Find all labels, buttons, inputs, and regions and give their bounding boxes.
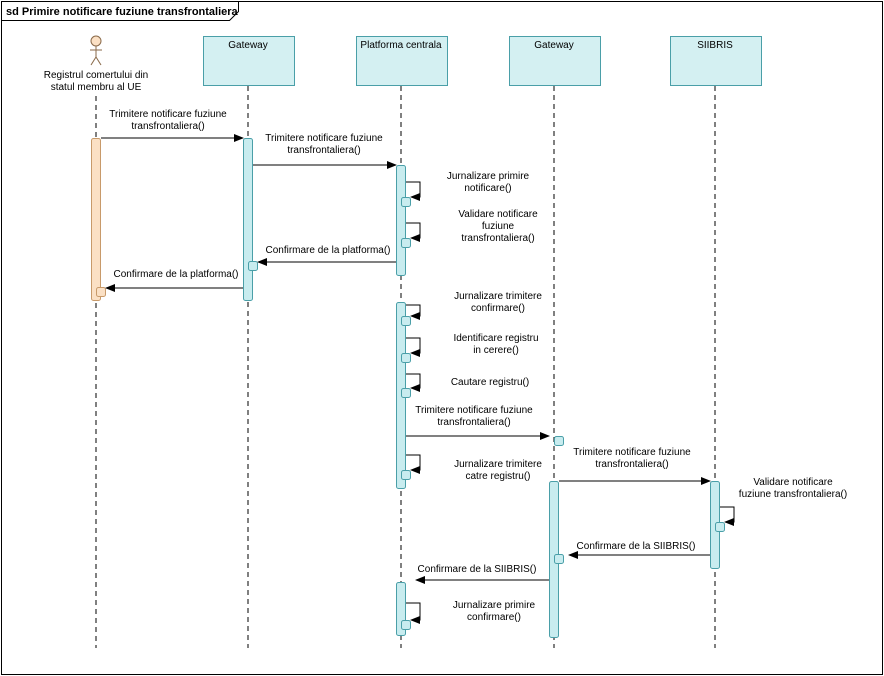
message-label: Trimitere notificare fuziune [265, 133, 383, 144]
nested-activation [401, 353, 411, 363]
message-label: transfrontaliera() [287, 145, 360, 156]
actor-label: statul membru al UE [51, 82, 142, 93]
message-label: Cautare registru() [451, 377, 529, 388]
message-m1[interactable]: Trimitere notificare fuziunetransfrontal… [101, 109, 244, 142]
message-label: transfrontaliera() [461, 233, 534, 244]
nested-activation [401, 238, 411, 248]
nested-activation [401, 620, 411, 630]
nested-activation [96, 287, 106, 297]
message-label: transfrontaliera() [595, 459, 668, 470]
self-message-arrow [406, 373, 421, 392]
message-m4[interactable]: Validare notificarefuziunetransfrontalie… [406, 209, 538, 244]
lifeline-box [203, 36, 295, 86]
message-label: catre registru() [465, 471, 530, 482]
message-label: Jurnalizare primire [447, 171, 530, 182]
message-m5[interactable]: Confirmare de la platforma() [257, 245, 396, 266]
self-message-arrow [406, 181, 421, 201]
message-label: Validare notificare [458, 209, 538, 220]
lifeline-sii[interactable]: SIIBRIS [670, 36, 762, 649]
nested-activation [401, 197, 411, 207]
nested-activation [715, 522, 725, 532]
activations [91, 138, 725, 638]
nested-activation [248, 261, 258, 271]
lifeline-label: Platforma centrala [360, 40, 442, 51]
message-m6[interactable]: Confirmare de la platforma() [105, 269, 243, 292]
message-label: transfrontaliera() [131, 121, 204, 132]
nested-activation [554, 436, 564, 446]
message-label: Trimitere notificare fuziune [109, 109, 227, 120]
message-m12[interactable]: Trimitere notificare fuziunetransfrontal… [559, 447, 711, 485]
self-message-arrow [406, 222, 421, 242]
activation-bar [91, 138, 101, 301]
self-message-arrow [406, 337, 421, 357]
message-label: Trimitere notificare fuziune [415, 405, 533, 416]
lifeline-box [356, 36, 448, 86]
lifeline-box [670, 36, 762, 86]
message-m15[interactable]: Confirmare de la SIIBRIS() [415, 564, 549, 584]
actor-head-icon [90, 35, 102, 47]
message-label: Jurnalizare trimitere [454, 459, 542, 470]
actor-leg-icon [90, 56, 97, 66]
activation-bar [243, 138, 253, 301]
actor-leg-icon [95, 56, 102, 66]
message-label: Jurnalizare primire [453, 600, 536, 611]
lifeline-box [509, 36, 601, 86]
message-label: Confirmare de la SIIBRIS() [577, 541, 696, 552]
self-message-arrow [406, 602, 421, 624]
nested-activation [554, 554, 564, 564]
lifeline-label: Gateway [228, 40, 267, 51]
actor-label: Registrul comertului din [44, 70, 149, 81]
activation-bar [396, 165, 406, 276]
self-message-arrow [406, 454, 421, 474]
nested-activation [401, 388, 411, 398]
lifeline-label: Gateway [534, 40, 573, 51]
diagram-title: sd Primire notificare fuziune transfront… [6, 6, 239, 18]
message-label: Identificare registru [453, 333, 538, 344]
message-label: Trimitere notificare fuziune [573, 447, 691, 458]
title-tab [1, 1, 239, 21]
self-message-arrow [720, 506, 735, 526]
message-label: confirmare() [471, 303, 525, 314]
message-label: fuziune transfrontaliera() [739, 489, 847, 500]
message-label: fuziune [482, 221, 515, 232]
message-m14[interactable]: Confirmare de la SIIBRIS() [568, 541, 710, 559]
self-message-arrow [406, 304, 421, 320]
nested-activation [401, 316, 411, 326]
message-m2[interactable]: Trimitere notificare fuziunetransfrontal… [253, 133, 397, 169]
message-m9[interactable]: Cautare registru() [406, 373, 529, 392]
message-label: transfrontaliera() [437, 417, 510, 428]
message-label: Confirmare de la platforma() [113, 269, 238, 280]
message-label: in cerere() [473, 345, 519, 356]
message-label: Confirmare de la SIIBRIS() [418, 564, 537, 575]
nested-activation [401, 470, 411, 480]
message-label: notificare() [464, 183, 511, 194]
message-label: confirmare() [467, 612, 521, 623]
lifeline-label: SIIBRIS [697, 40, 733, 51]
message-m10[interactable]: Trimitere notificare fuziunetransfrontal… [406, 405, 550, 440]
message-label: Jurnalizare trimitere [454, 291, 542, 302]
message-label: Confirmare de la platforma() [265, 245, 390, 256]
lifeline-gw1[interactable]: Gateway [203, 36, 295, 649]
messages: Trimitere notificare fuziunetransfrontal… [101, 109, 847, 624]
message-label: Validare notificare [753, 477, 833, 488]
